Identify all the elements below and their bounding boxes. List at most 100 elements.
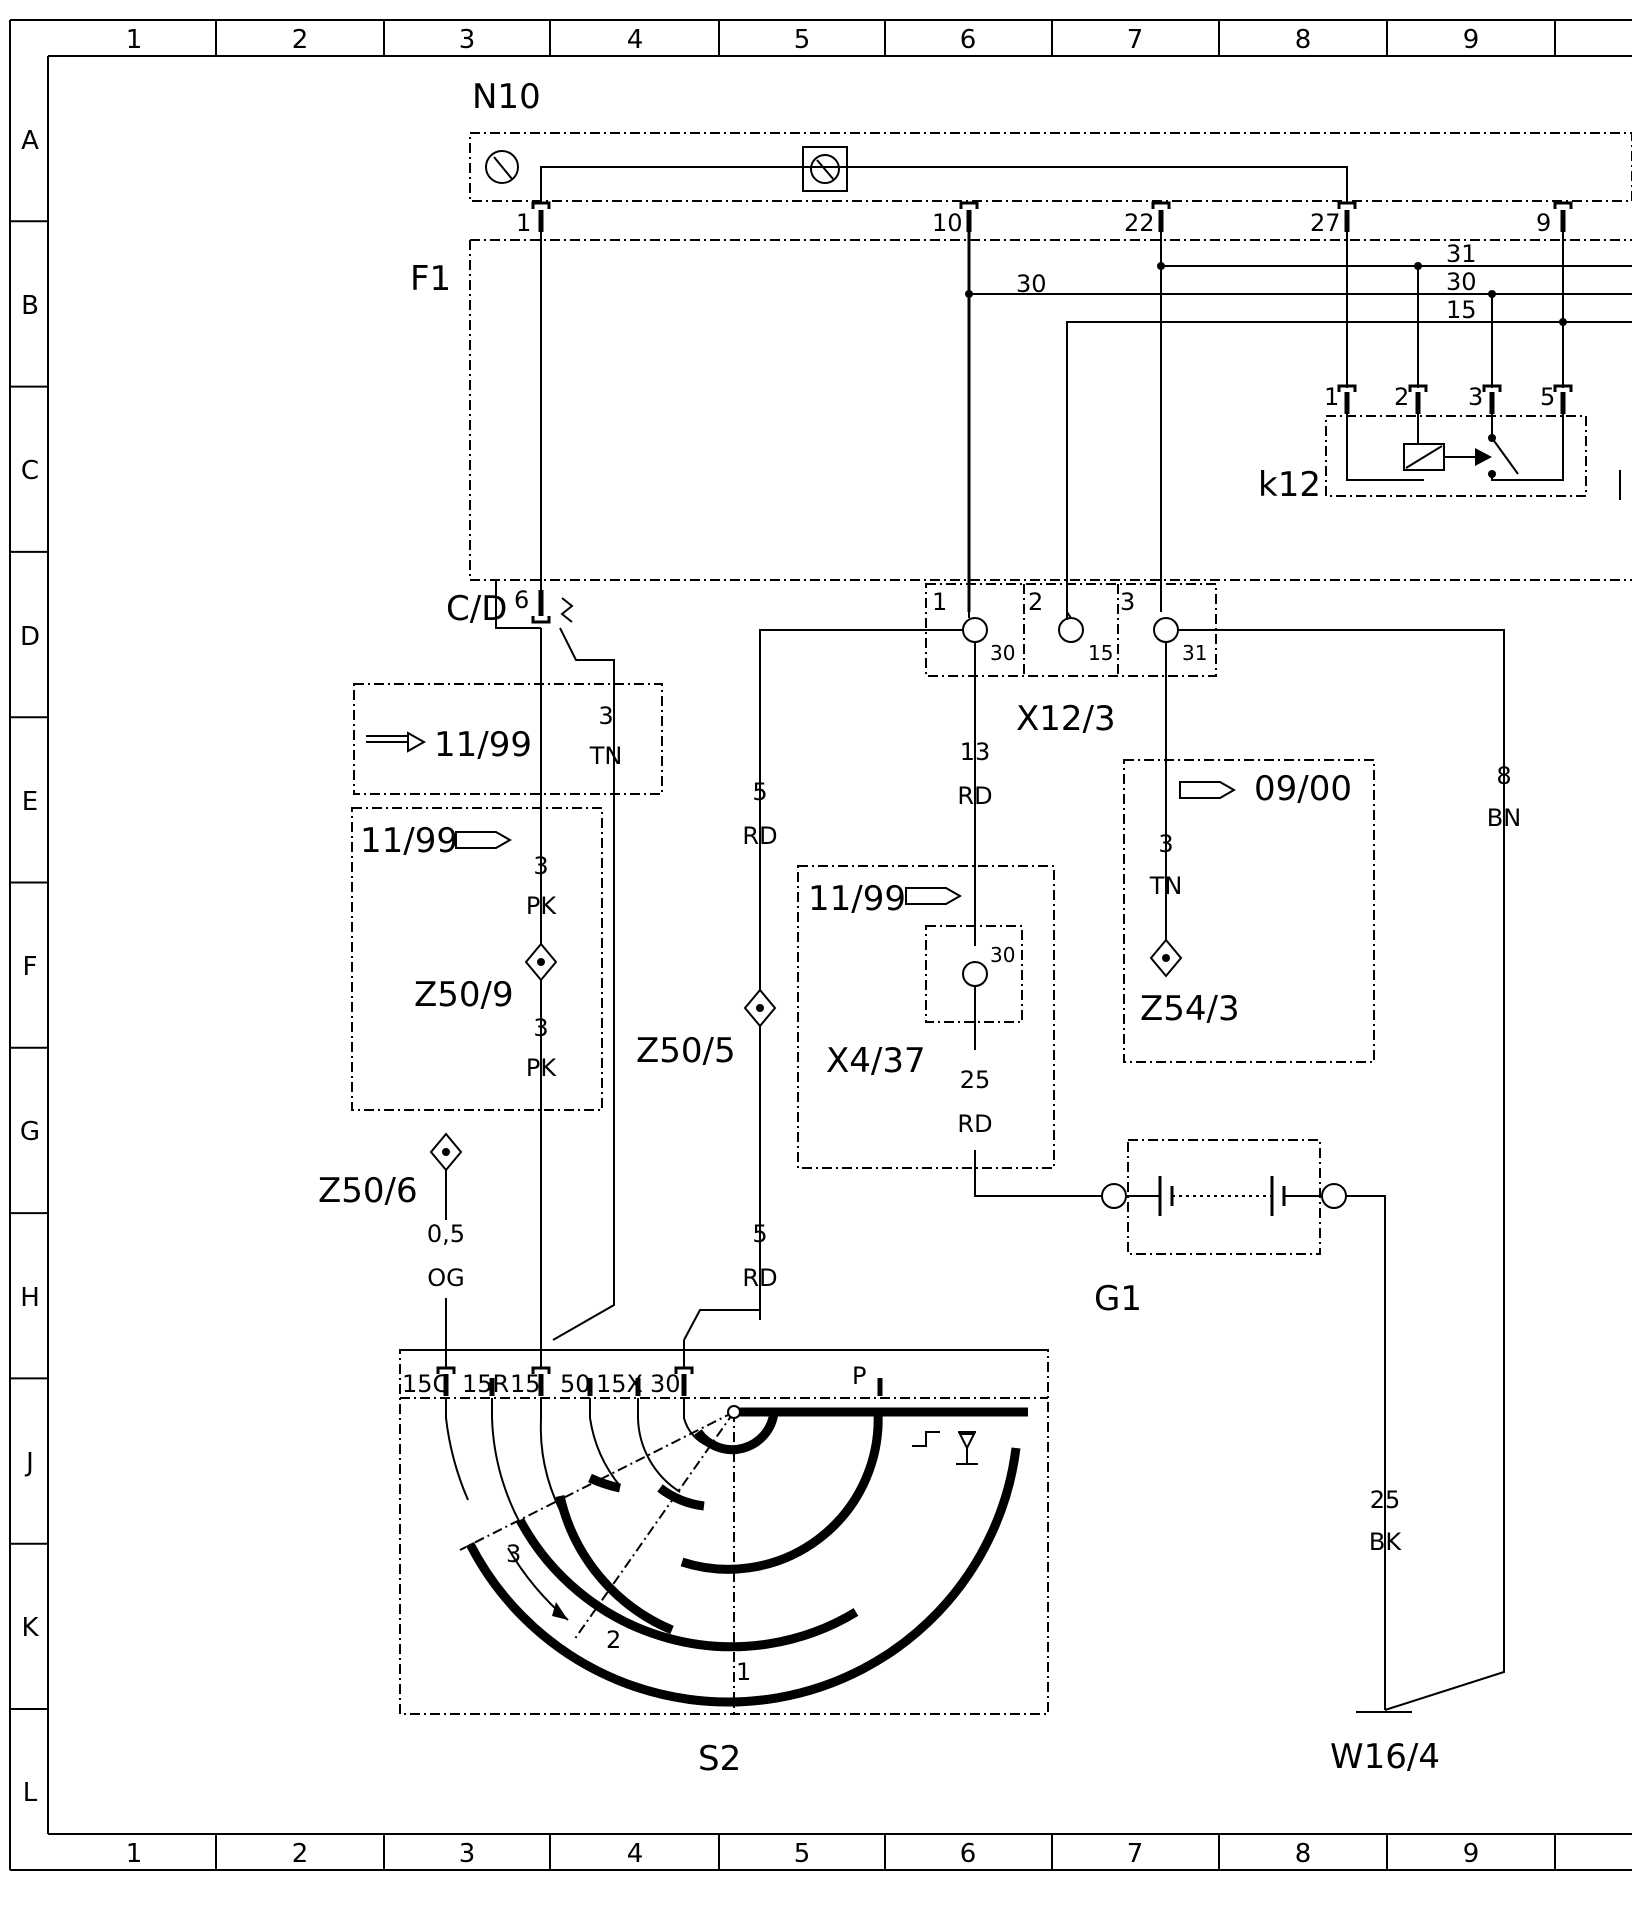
row-label: H — [20, 1283, 40, 1313]
z50-5-label: Z50/5 — [636, 1031, 736, 1071]
k12-label: k12 — [1258, 465, 1321, 505]
column-label: 6 — [960, 25, 977, 55]
switch-position: 2 — [606, 1626, 621, 1654]
pin-label: 6 — [514, 586, 529, 614]
row-label: C — [21, 456, 39, 486]
note-text: 09/00 — [1254, 769, 1352, 809]
column-label: 1 — [126, 1839, 143, 1869]
wire-label: 13 — [960, 738, 991, 766]
wire-label: BN — [1487, 804, 1521, 832]
column-label: 2 — [292, 1839, 309, 1869]
note-text: 11/99 — [360, 821, 458, 861]
wire-label: TN — [589, 742, 623, 770]
wire-label: 8 — [1496, 762, 1511, 790]
switch-terminal: 30 — [650, 1370, 681, 1398]
column-label: 3 — [459, 25, 476, 55]
column-labels-top: 1 2 3 4 5 6 7 8 9 — [126, 25, 1480, 55]
switch-terminal: 15R — [462, 1370, 509, 1398]
switch-position: 3 — [506, 1540, 521, 1568]
bus-label: 15 — [1446, 296, 1477, 324]
x4-37-block: 13 RD 11/99 30 X4/37 25 RD — [797, 738, 1102, 1197]
x4-37-label: X4/37 — [826, 1041, 926, 1081]
w16-4-label: W16/4 — [1330, 1737, 1440, 1777]
note-text: 11/99 — [808, 879, 906, 919]
cd-label: C/D — [446, 589, 507, 629]
column-label: 9 — [1463, 25, 1480, 55]
pin-label: 10 — [932, 209, 963, 237]
pin-label: 22 — [1124, 209, 1155, 237]
pin-label: 3 — [1468, 383, 1483, 411]
row-label: A — [21, 126, 39, 156]
cd-connector: 6 C/D — [446, 580, 615, 1341]
wire-label: 5 — [752, 1220, 767, 1248]
note-box-2: 11/99 3 PK Z50/9 3 PK — [351, 807, 603, 1111]
f1-bus: 31 30 15 30 — [540, 232, 1632, 620]
f1-label: F1 — [410, 259, 451, 299]
wire-label: RD — [742, 1264, 777, 1292]
column-label: 7 — [1127, 25, 1144, 55]
terminal-label: 30 — [990, 943, 1015, 967]
column-label: 6 — [960, 1839, 977, 1869]
column-label: 5 — [794, 25, 811, 55]
wire-label: 0,5 — [427, 1220, 465, 1248]
pin-label: 1 — [1324, 383, 1339, 411]
switch-terminal: 15X — [596, 1370, 643, 1398]
row-label: K — [21, 1613, 39, 1643]
row-label: E — [22, 787, 38, 817]
g1-battery: G1 — [1094, 1139, 1386, 1710]
column-labels-bottom: 1 2 3 4 5 6 7 8 9 — [126, 1839, 1480, 1869]
wire-label: PK — [526, 892, 557, 920]
wire-label: RD — [957, 1110, 992, 1138]
z54-3-label: Z54/3 — [1140, 989, 1240, 1029]
s2-label: S2 — [698, 1739, 741, 1779]
wire-label: 5 — [752, 778, 767, 806]
wire-label: 3 — [533, 852, 548, 880]
column-label: 1 — [126, 25, 143, 55]
bus-label: 30 — [1016, 270, 1047, 298]
z50-9-label: Z50/9 — [414, 975, 514, 1015]
n10-pins: 1 10 22 27 9 — [516, 201, 1573, 237]
x12-wires — [759, 611, 1505, 1711]
z50-6-branch: Z50/6 0,5 OG — [318, 1132, 465, 1362]
column-label: 5 — [794, 1839, 811, 1869]
switch-terminal: 15C — [402, 1370, 449, 1398]
wire-label: RD — [957, 782, 992, 810]
f1-fusebox: F1 — [410, 239, 1632, 581]
wire-label: 3 — [1158, 830, 1173, 858]
switch-terminal: 50 — [560, 1370, 591, 1398]
row-label: F — [23, 952, 38, 982]
wire-label: 3 — [533, 1014, 548, 1042]
g1-label: G1 — [1094, 1279, 1142, 1319]
terminal-label: 31 — [1182, 641, 1207, 665]
z50-5-branch: 5 RD Z50/5 5 RD — [636, 778, 778, 1341]
wire-label: 25 — [1370, 1486, 1401, 1514]
note-text: 11/99 — [434, 725, 532, 765]
pin-label: 3 — [1120, 588, 1135, 616]
bus-label: 31 — [1446, 240, 1477, 268]
wire-label: BK — [1369, 1528, 1402, 1556]
row-label: B — [21, 291, 39, 321]
pin-label: 1 — [932, 588, 947, 616]
pin-label: 27 — [1310, 209, 1341, 237]
column-label: 2 — [292, 25, 309, 55]
row-label: J — [24, 1448, 34, 1478]
row-label: G — [20, 1117, 40, 1147]
wire-label: PK — [526, 1054, 557, 1082]
k12-relay: 1 2 3 5 k12 — [1258, 383, 1621, 505]
column-label: 7 — [1127, 1839, 1144, 1869]
note-box-4: 09/00 3 TN Z54/3 — [1123, 759, 1375, 1063]
pin-label: 1 — [516, 209, 531, 237]
switch-terminal: P — [852, 1362, 866, 1390]
pin-label: 2 — [1028, 588, 1043, 616]
switch-terminal: 15 — [510, 1370, 541, 1398]
wire-label: OG — [427, 1264, 465, 1292]
wire-label: TN — [1149, 872, 1183, 900]
column-label: 4 — [627, 1839, 644, 1869]
pin-label: 2 — [1394, 383, 1409, 411]
s2-contacts: 3 2 1 — [445, 1398, 1028, 1714]
note-box-1: 11/99 3 TN — [353, 683, 663, 795]
column-label: 4 — [627, 25, 644, 55]
terminal-label: 30 — [990, 641, 1015, 665]
s2-terminals: 15C 15R 15 50 15X 30 P — [402, 1340, 883, 1398]
